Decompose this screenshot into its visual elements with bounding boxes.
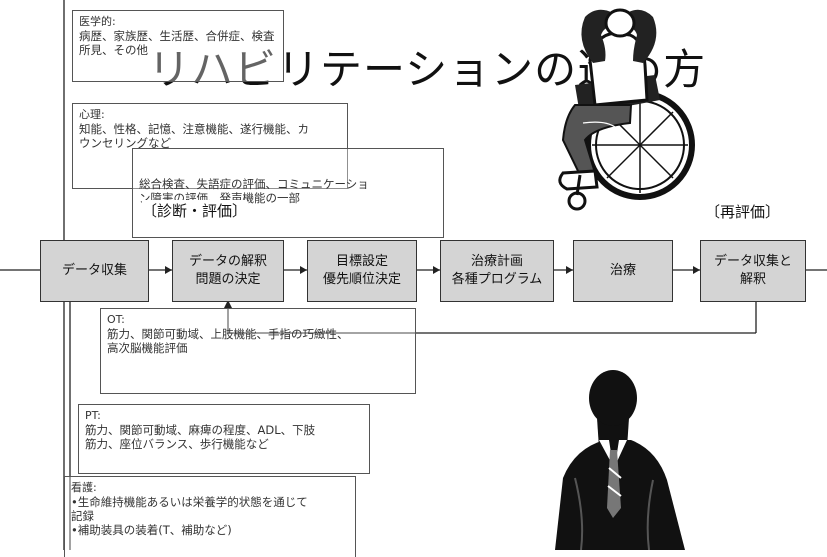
note-header: 医学的: xyxy=(79,15,116,28)
note-line: 筋力、関節可動域、麻痺の程度、ADL、下肢 xyxy=(85,423,316,437)
note-line: •生命維持機能あるいは栄養学的状態を通じて xyxy=(71,495,308,509)
note-ot: OT: 筋力、関節可動域、上肢機能、手指の巧緻性、 高次脳機能評価 xyxy=(100,308,416,394)
note-line: 病歴、家族歴、生活歴、合併症、検査 xyxy=(79,29,275,43)
note-line: 記録 xyxy=(71,509,94,523)
wheelchair-user-illustration xyxy=(558,8,695,211)
flow-step-treatment-plan: 治療計画 各種プログラム xyxy=(440,240,554,302)
note-psych: 心理: 知能、性格、記憶、注意機能、遂行機能、カ ウンセリングなど xyxy=(72,103,348,189)
note-line: 高次脳機能評価 xyxy=(107,341,188,355)
flow-step-label: データ収集 xyxy=(61,263,127,278)
note-speech: 総合検査、失語症の評価、コミュニケーショ ン障害の評価、発声機能の一部 xyxy=(132,148,444,238)
flow-step-label: データの解釈 xyxy=(188,254,267,269)
note-nursing: 看護: •生命維持機能あるいは栄養学的状態を通じて 記録 •補助装具の装着(T、… xyxy=(64,476,356,557)
note-header: PT: xyxy=(85,409,101,422)
note-line: 総合検査、失語症の評価、コミュニケーショ xyxy=(139,177,369,191)
flow-step-label: データ収集と xyxy=(713,254,792,269)
note-line: •補助装具の装着(T、補助など) xyxy=(71,523,232,537)
flow-step-treatment: 治療 xyxy=(573,240,673,302)
note-line: 筋力、関節可動域、上肢機能、手指の巧緻性、 xyxy=(107,327,349,341)
note-header: 心理: xyxy=(79,108,105,121)
flow-step-label: 治療 xyxy=(609,263,636,278)
flow-step-label: 目標設定 xyxy=(335,254,388,269)
flow-step-label: 優先順位決定 xyxy=(322,272,401,287)
note-header: 看護: xyxy=(71,481,97,494)
note-line: 所見、その他 xyxy=(79,43,148,57)
note-pt: PT: 筋力、関節可動域、麻痺の程度、ADL、下肢 筋力、座位バランス、歩行機能… xyxy=(78,404,370,474)
diagnosis-evaluation-label: 〔診断・評価〕 xyxy=(142,200,248,221)
flow-step-recollection: データ収集と 解釈 xyxy=(700,240,806,302)
note-line: 知能、性格、記憶、注意機能、遂行機能、カ xyxy=(79,122,309,136)
note-line: 筋力、座位バランス、歩行機能など xyxy=(85,437,269,451)
reevaluation-label: 〔再評価〕 xyxy=(705,203,781,221)
flow-step-label: 各種プログラム xyxy=(451,272,543,287)
flow-step-interpretation: データの解釈 問題の決定 xyxy=(172,240,284,302)
note-header: OT: xyxy=(107,313,125,326)
flow-step-label: 解釈 xyxy=(739,272,766,287)
flow-step-label: 問題の決定 xyxy=(195,272,261,287)
flow-step-goal-setting: 目標設定 優先順位決定 xyxy=(307,240,417,302)
note-line: ウンセリングなど xyxy=(79,136,171,150)
note-medical: 医学的: 病歴、家族歴、生活歴、合併症、検査 所見、その他 xyxy=(72,10,284,82)
flow-step-label: 治療計画 xyxy=(470,254,523,269)
flow-step-data-collection: データ収集 xyxy=(40,240,149,302)
businessman-illustration xyxy=(555,370,685,550)
